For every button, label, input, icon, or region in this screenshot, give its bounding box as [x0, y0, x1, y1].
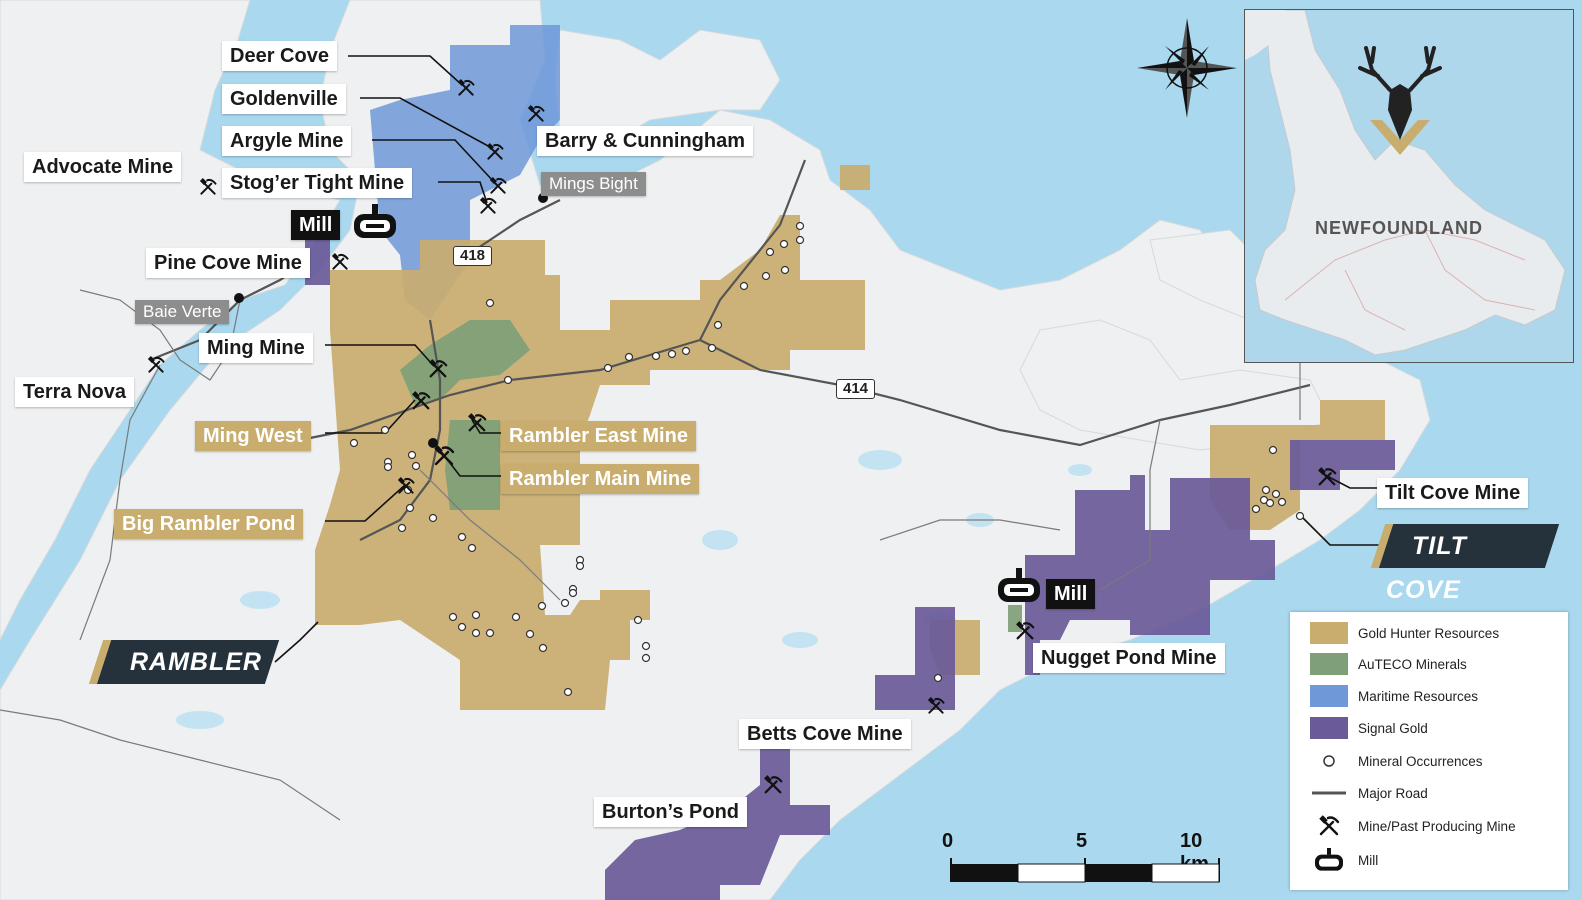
legend-label: Mine/Past Producing Mine — [1358, 818, 1516, 834]
legend-label: Mineral Occurrences — [1358, 753, 1483, 769]
mill-icon — [352, 204, 398, 240]
label-tilt-cove-mine[interactable]: Tilt Cove Mine — [1377, 478, 1529, 508]
label-mill-west[interactable]: Mill — [291, 210, 341, 240]
label-baie-verte[interactable]: Baie Verte — [135, 300, 230, 324]
circle-icon — [1310, 750, 1348, 772]
stag-logo-icon — [1358, 46, 1442, 155]
legend-label: Major Road — [1358, 785, 1428, 801]
legend: Gold Hunter Resources AuTECO Minerals Ma… — [1290, 612, 1568, 890]
pick-hammer-icon — [1310, 814, 1348, 837]
legend-row-major-road: Major Road — [1310, 780, 1428, 806]
label-big-rambler-pond[interactable]: Big Rambler Pond — [114, 509, 304, 539]
label-ming-west[interactable]: Ming West — [195, 421, 311, 451]
label-deer-cove[interactable]: Deer Cove — [222, 41, 337, 71]
label-rambler-east-mine[interactable]: Rambler East Mine — [501, 421, 696, 451]
legend-swatch-gold-hunter — [1310, 622, 1348, 644]
label-nugget-pond-mine[interactable]: Nugget Pond Mine — [1033, 643, 1225, 673]
legend-swatch-auteco — [1310, 653, 1348, 675]
label-terra-nova[interactable]: Terra Nova — [15, 377, 135, 407]
newfoundland-inset-map[interactable]: NEWFOUNDLAND — [1244, 9, 1574, 363]
label-advocate-mine[interactable]: Advocate Mine — [24, 152, 182, 182]
legend-row-mine: Mine/Past Producing Mine — [1310, 813, 1516, 839]
maritime-resources-claims — [370, 25, 560, 320]
legend-label: Mill — [1358, 852, 1379, 868]
legend-label: Signal Gold — [1358, 720, 1428, 736]
region-label-tilt-cove-text: TILT COVE — [1386, 532, 1467, 604]
scale-tick-5: 5 — [1076, 830, 1088, 852]
road-shield-418: 418 — [453, 246, 493, 266]
label-barry-cunningham[interactable]: Barry & Cunningham — [537, 126, 754, 156]
scale-bar-graphic — [950, 858, 1220, 883]
legend-row-mineral-occurrences: Mineral Occurrences — [1310, 748, 1483, 774]
label-mings-bight[interactable]: Mings Bight — [541, 172, 646, 196]
claim-gaps — [540, 545, 650, 660]
label-stoger-tight-mine[interactable]: Stog’er Tight Mine — [222, 168, 413, 198]
legend-label: AuTECO Minerals — [1358, 656, 1467, 672]
label-rambler-main-mine[interactable]: Rambler Main Mine — [501, 464, 700, 494]
legend-label: Gold Hunter Resources — [1358, 625, 1500, 641]
label-burtons-pond[interactable]: Burton’s Pond — [594, 797, 748, 827]
mill-icon — [1310, 848, 1348, 871]
scale-bar: 0 5 10 km — [942, 830, 1230, 890]
mill-icon — [996, 568, 1042, 604]
auteco-claims — [400, 320, 1022, 632]
mineral-occurrences — [349, 221, 1305, 697]
legend-swatch-signal-gold — [1310, 717, 1348, 739]
inset-island — [1245, 10, 1566, 356]
compass-rose-icon — [1137, 18, 1237, 118]
inset-label: NEWFOUNDLAND — [1315, 218, 1483, 238]
label-pine-cove-mine[interactable]: Pine Cove Mine — [146, 248, 310, 278]
label-goldenville[interactable]: Goldenville — [222, 84, 346, 114]
legend-row-auteco: AuTECO Minerals — [1310, 651, 1467, 677]
region-label-rambler-text: RAMBLER — [130, 648, 262, 676]
road-shield-414: 414 — [836, 379, 876, 399]
legend-swatch-maritime — [1310, 685, 1348, 707]
label-mill-east[interactable]: Mill — [1046, 579, 1096, 609]
legend-row-mill: Mill — [1310, 847, 1378, 873]
region-label-tilt-cove[interactable]: TILT COVE — [1370, 524, 1560, 604]
label-betts-cove-mine[interactable]: Betts Cove Mine — [739, 719, 911, 749]
legend-row-maritime: Maritime Resources — [1310, 683, 1478, 709]
scale-tick-0: 0 — [942, 830, 954, 852]
legend-label: Maritime Resources — [1358, 688, 1479, 704]
label-ming-mine[interactable]: Ming Mine — [199, 333, 313, 363]
label-argyle-mine[interactable]: Argyle Mine — [222, 126, 352, 156]
legend-row-signal-gold: Signal Gold — [1310, 715, 1428, 741]
legend-row-gold-hunter: Gold Hunter Resources — [1310, 620, 1499, 646]
region-label-rambler[interactable]: RAMBLER — [88, 640, 280, 684]
road-line-icon — [1310, 782, 1348, 804]
